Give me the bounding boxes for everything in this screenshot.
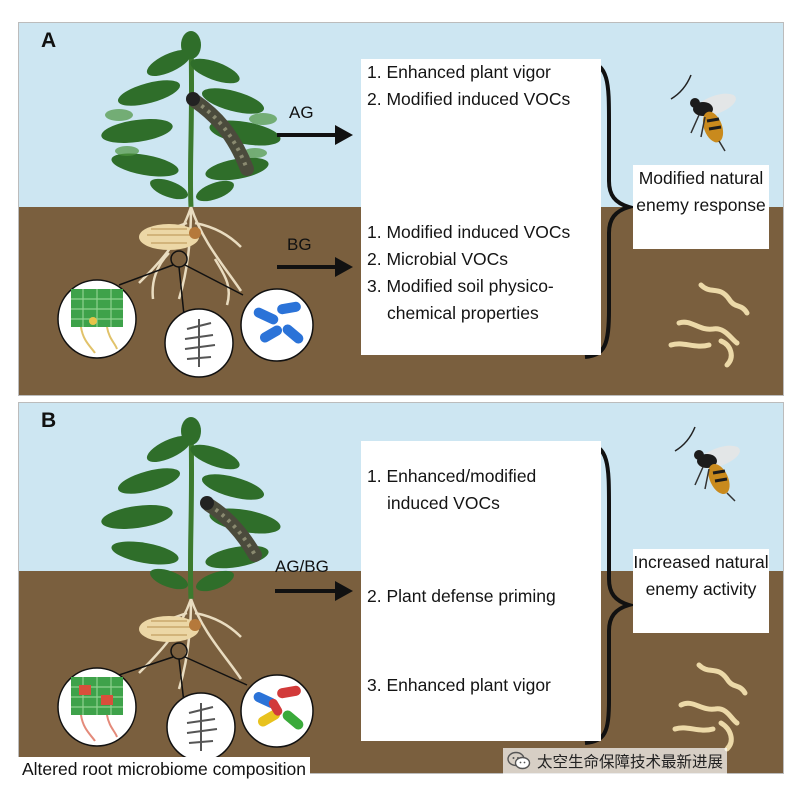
panel-b-illustration [57,417,748,762]
mycelium-icon [164,308,234,378]
b-item-1: 1. Enhanced/modified induced VOCs [367,466,537,513]
panel-b: B AG/BG 1. Enhanced/modified induced VOC… [18,402,784,774]
mycelium-icon [166,692,236,762]
bacteria-icon [240,288,314,362]
watermark-text: 太空生命保障技术最新进展 [537,753,724,771]
bg-mechanisms: 1. Modified induced VOCs 2. Microbial VO… [361,219,601,327]
wasp-icon [674,426,740,502]
bg-item-2: 2. Microbial VOCs [367,249,509,269]
fungal-hyphae-icon [57,667,137,747]
ag-item-2: 2. Modified induced VOCs [367,89,571,109]
bg-arrow-label: BG [287,235,312,254]
grub-icon [139,224,201,250]
watermark: 太空生命保障技术最新进展 [503,748,728,774]
wasp-icon [670,74,736,152]
wechat-icon [507,751,531,770]
b-item-2: 2. Plant defense priming [367,586,556,606]
fungal-hyphae-icon [57,279,137,359]
b-item-3: 3. Enhanced plant vigor [367,675,551,695]
root-connectors [118,250,244,316]
ag-arrow [277,125,353,145]
microbiome-caption: Altered root microbiome composition [18,757,311,781]
nematode-icon [668,282,750,368]
root-connectors [118,642,248,704]
roots-icon [138,206,243,306]
brace-icon [584,441,637,745]
mechanism-box-a: 1. Enhanced plant vigor 2. Modified indu… [361,59,601,355]
ag-item-1: 1. Enhanced plant vigor [367,62,551,82]
ag-bg-arrow [275,581,353,601]
caterpillar-icon [200,496,262,562]
panel-a-illustration [57,31,750,378]
brace-icon [584,59,637,359]
nematode-icon [672,662,748,752]
mechanism-box-b: 1. Enhanced/modified induced VOCs 2. Pla… [361,441,601,741]
ag-arrow-label: AG [289,103,314,122]
response-box-a: Modified natural enemy response [633,165,769,249]
panel-a: A AG BG 1. Enhanced plant vigor 2. Modif… [18,22,784,396]
ag-bg-arrow-label: AG/BG [275,557,329,576]
caterpillar-icon [186,92,254,176]
response-box-b: Increased natural enemy activity [633,549,769,633]
grub-icon [139,616,201,642]
bg-item-1: 1. Modified induced VOCs [367,222,571,242]
bacteria-icon [240,674,314,748]
tomato-plant-icon [101,417,281,600]
bg-item-3: 3. Modified soil physico-chemical proper… [367,276,554,323]
tomato-plant-icon [101,31,281,208]
ag-mechanisms: 1. Enhanced plant vigor 2. Modified indu… [361,59,601,219]
bg-arrow [277,257,353,277]
panel-label-b: B [41,409,57,432]
panel-label-a: A [41,29,57,52]
